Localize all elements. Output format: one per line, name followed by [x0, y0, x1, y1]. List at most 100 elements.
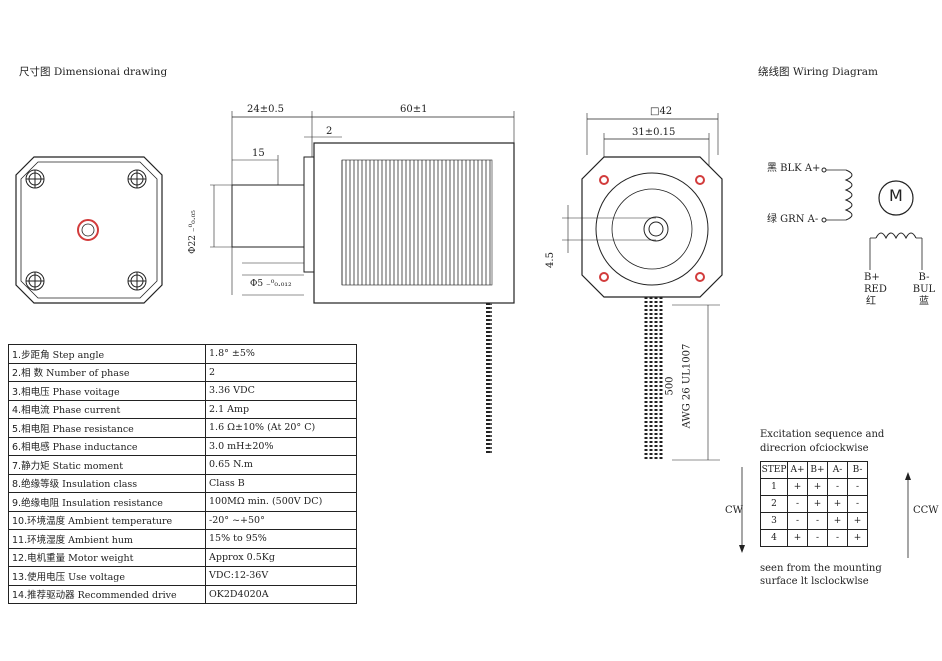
excitation-header-cell: A+: [787, 461, 808, 479]
spec-label: 7.静力矩 Static moment: [8, 455, 206, 475]
spec-value: 1.6 Ω±10% (At 20° C): [205, 418, 357, 438]
spec-number: 9.: [12, 497, 22, 509]
dimensional-drawing-title: 尺寸图 Dimensionai drawing: [19, 66, 168, 78]
spec-label-text: 使用电压 Use voltage: [27, 571, 125, 583]
shaft-icon: [77, 219, 99, 241]
spec-label: 6.相电感 Phase inductance: [8, 436, 206, 456]
spec-value: VDC:12-36V: [205, 566, 357, 586]
dim-31: 31±0.15: [632, 127, 676, 138]
mount-hole-tr: [127, 169, 147, 189]
spec-number: 5.: [12, 423, 22, 435]
motor-icon: [878, 180, 914, 216]
excitation-note-2: surface lt lsclockwlse: [760, 576, 869, 587]
spec-label-text: 步距角 Step angle: [21, 349, 105, 361]
lead-wire-spec: AWG 26 UL1007: [681, 343, 693, 429]
ccw-arrow-icon: [905, 472, 911, 558]
spec-label: 3.相电压 Phase voitage: [8, 381, 206, 401]
spec-label: 5.相电阻 Phase resistance: [8, 418, 206, 438]
spec-number: 12.: [12, 553, 28, 565]
excitation-cell: +: [827, 512, 848, 530]
spec-value: 15% to 95%: [205, 529, 357, 549]
spec-label: 4.相电流 Phase current: [8, 399, 206, 419]
spec-label: 12.电机重量 Motor weight: [8, 547, 206, 567]
spec-label: 10.环境温度 Ambient temperature: [8, 510, 206, 530]
excitation-cell: +: [827, 495, 848, 513]
spec-label-text: 静力矩 Static moment: [21, 460, 124, 472]
excitation-cell: +: [847, 529, 868, 547]
spec-value: Approx 0.5Kg: [205, 547, 357, 567]
spec-value: 100MΩ min. (500V DC): [205, 492, 357, 512]
spec-number: 8.: [12, 479, 22, 491]
spec-value: 3.0 mH±20%: [205, 436, 357, 456]
dim-24: 24±0.5: [247, 104, 285, 115]
excitation-cell: -: [847, 478, 868, 496]
spec-value: Class B: [205, 473, 357, 493]
excitation-row: 2-++-: [760, 495, 868, 513]
front-flange-view: [15, 156, 163, 304]
lead-length: 500: [664, 376, 676, 396]
excitation-row: 1++--: [760, 478, 868, 496]
excitation-cell: +: [787, 478, 808, 496]
excitation-header-cell: B+: [807, 461, 828, 479]
spec-label-text: 绝缘电阻 Insulation resistance: [21, 497, 163, 509]
excitation-row: 4+--+: [760, 529, 868, 547]
side-view: [210, 111, 515, 455]
spec-value: OK2D4020A: [205, 584, 357, 604]
spec-value: 3.36 VDC: [205, 381, 357, 401]
excitation-note-1: seen from the mounting: [760, 563, 882, 574]
spec-label: 13.使用电压 Use voltage: [8, 566, 206, 586]
wire-a-minus: 绿 GRN A-: [767, 214, 819, 225]
excitation-cell: -: [827, 529, 848, 547]
hole-tr-icon: [695, 175, 705, 185]
spec-value: 2.1 Amp: [205, 399, 357, 419]
spec-label-text: 相电压 Phase voitage: [21, 386, 120, 398]
motor-label: M: [889, 186, 903, 205]
excitation-cell: -: [787, 512, 808, 530]
excitation-cell: -: [787, 495, 808, 513]
spec-number: 3.: [12, 386, 22, 398]
spec-number: 13.: [12, 571, 28, 583]
dim-15: 15: [252, 148, 265, 159]
dim-60: 60±1: [400, 104, 428, 115]
spec-label-text: 相电感 Phase inductance: [21, 442, 138, 454]
dim-phi5: Φ5 ₋⁰₀.₀₁₂: [250, 279, 292, 289]
spec-label-text: 电机重量 Motor weight: [27, 553, 134, 565]
spec-label-text: 环境湿度 Ambient hum: [27, 534, 133, 546]
excitation-cell: -: [847, 495, 868, 513]
mount-hole-tl: [25, 169, 45, 189]
hole-tl-icon: [599, 175, 609, 185]
wire-a-plus: 黑 BLK A+: [767, 163, 821, 174]
spec-label: 8.绝缘等级 Insulation class: [8, 473, 206, 493]
excitation-cell: 2: [760, 495, 788, 513]
dim-2: 2: [326, 126, 333, 137]
spec-value: 0.65 N.m: [205, 455, 357, 475]
excitation-header-cell: B-: [847, 461, 868, 479]
wiring-diagram-title: 绕线图 Wiring Diagram: [758, 66, 878, 78]
spec-value: -20° ~+50°: [205, 510, 357, 530]
mount-hole-bl: [25, 271, 45, 291]
excitation-cell: 4: [760, 529, 788, 547]
spec-number: 1.: [12, 349, 22, 361]
dim-42: □42: [650, 106, 673, 117]
excitation-cell: 3: [760, 512, 788, 530]
excitation-header-cell: STEP: [760, 461, 788, 479]
spec-number: 2.: [12, 368, 22, 380]
hole-bl-icon: [599, 272, 609, 282]
spec-number: 11.: [12, 534, 28, 546]
cw-label: CW: [725, 505, 743, 516]
spec-label: 9.绝缘电阻 Insulation resistance: [8, 492, 206, 512]
mount-hole-br: [127, 271, 147, 291]
spec-label: 11.环境湿度 Ambient hum: [8, 529, 206, 549]
excitation-cell: -: [827, 478, 848, 496]
rear-view: [562, 113, 723, 461]
